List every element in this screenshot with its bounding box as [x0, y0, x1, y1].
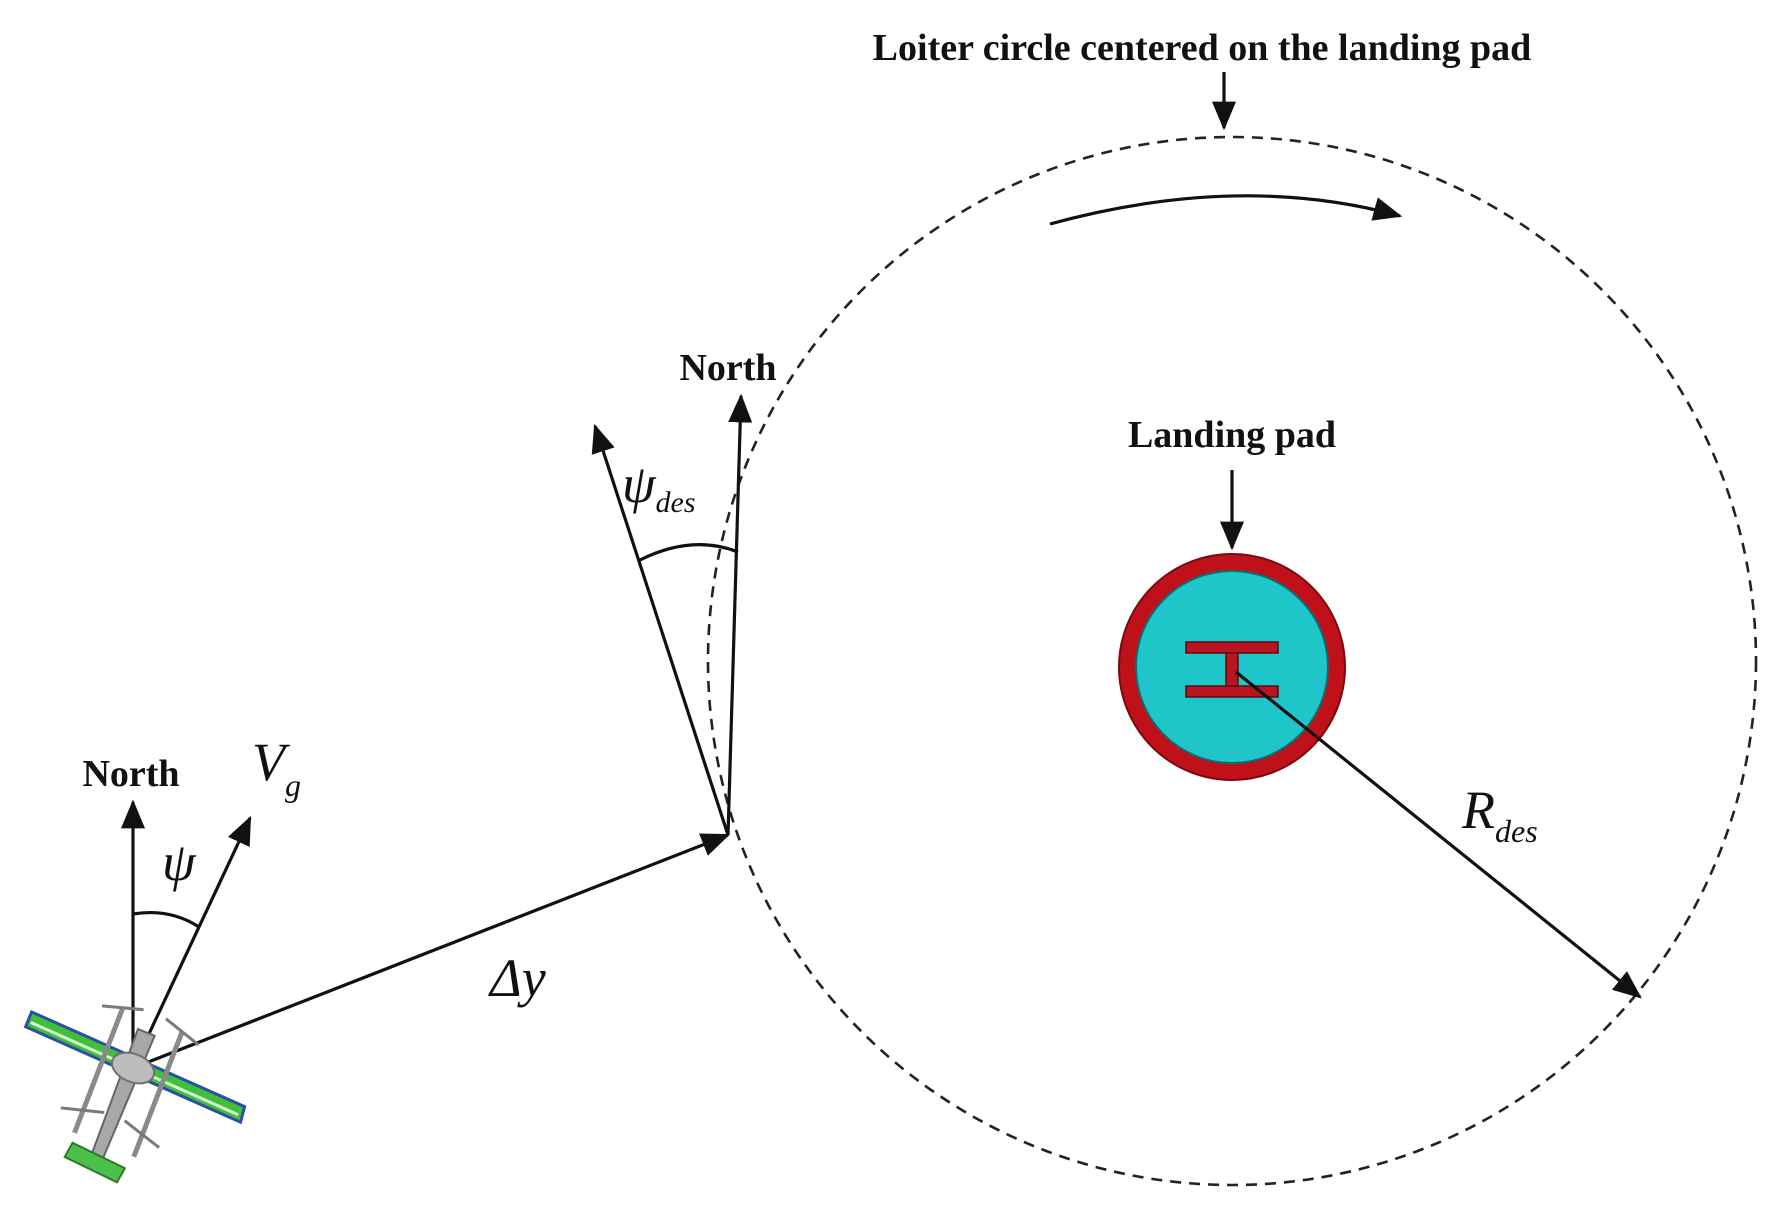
vg-label: Vg: [252, 732, 301, 803]
entry-north-label: North: [679, 347, 776, 389]
loiter-title: Loiter circle centered on the landing pa…: [873, 27, 1532, 69]
desired-heading-arrow: [591, 423, 730, 836]
r-des-label: Rdes: [1461, 780, 1538, 849]
psi-label: ψ: [162, 832, 197, 892]
desired-heading-arc: [639, 543, 739, 562]
heading-angle-arc: [132, 910, 200, 929]
loiter-circle: [706, 135, 1758, 1187]
ground-velocity-arrow: [131, 815, 252, 1069]
delta-y-label: Δy: [488, 948, 546, 1008]
loiter-direction-arrow: [1049, 194, 1403, 226]
radius-vector: [1234, 670, 1642, 999]
entry-north-arrow: [726, 393, 753, 836]
landing-pad-label: Landing pad: [1128, 414, 1336, 456]
helipad-h-icon: [1118, 553, 1346, 781]
delta-y-vector: [132, 833, 731, 1070]
vtol-aircraft-icon: [23, 1004, 247, 1184]
psi-des-label: ψdes: [622, 454, 696, 519]
aircraft-north-label: North: [82, 753, 179, 795]
